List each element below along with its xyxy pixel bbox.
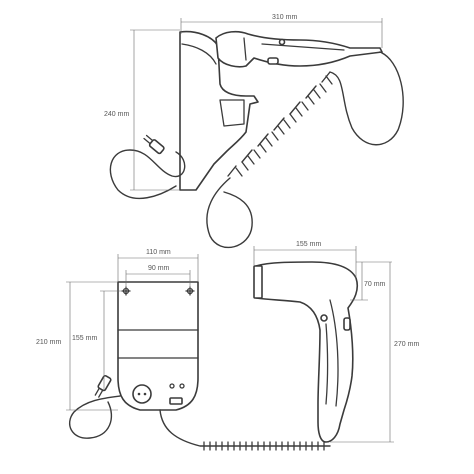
holder-switch — [169, 397, 183, 405]
dryer-head-button — [320, 314, 328, 322]
dim-110-label: 110 mm — [146, 249, 171, 256]
dryer-body — [255, 261, 359, 443]
dryer-button — [278, 38, 286, 46]
dim-240-label: 240 mm — [104, 111, 129, 118]
plug-bottom — [94, 375, 112, 398]
indicator-light-1 — [169, 383, 175, 389]
dim-210-label: 210 mm — [36, 339, 61, 346]
coil-segments — [235, 75, 333, 177]
dryer-head-line — [243, 37, 247, 61]
dryer-nozzle — [253, 265, 263, 299]
dim-70-label: 70 mm — [364, 281, 386, 288]
dim-155-horizontal-label: 155 mm — [296, 241, 321, 248]
dim-90-label: 90 mm — [148, 265, 170, 272]
power-cord-top — [109, 149, 186, 199]
dryer-body-side — [215, 30, 383, 68]
dryer-handle-edge — [329, 299, 339, 407]
dryer-handle-line — [261, 43, 345, 51]
wall-bracket — [179, 30, 259, 191]
bracket-cup — [219, 99, 245, 127]
coil-segments-bottom — [203, 441, 325, 451]
holder-plate — [117, 281, 199, 411]
plug-top — [143, 134, 165, 155]
shaver-socket — [132, 384, 152, 404]
bracket-inner-line — [181, 43, 217, 65]
holder-front-view: 110 mm 90 mm 210 mm 155 mm — [36, 249, 331, 451]
dryer-side-switch — [343, 317, 351, 331]
dim-270-label: 270 mm — [394, 341, 419, 348]
dim-310-label: 310 mm — [272, 14, 297, 21]
dryer-switch — [267, 57, 279, 65]
top-side-view: 310 mm 240 mm — [104, 14, 404, 249]
cord-loop-top — [206, 177, 253, 249]
coiled-cord-top — [227, 51, 404, 177]
dim-155-vertical-label: 155 mm — [72, 335, 97, 342]
dryer-side-view: 155 mm 70 mm 270 mm — [253, 241, 419, 443]
indicator-light-2 — [179, 383, 185, 389]
dryer-grip-line — [325, 323, 329, 405]
cord-to-dryer — [159, 409, 331, 447]
power-cord-bottom — [69, 395, 121, 439]
